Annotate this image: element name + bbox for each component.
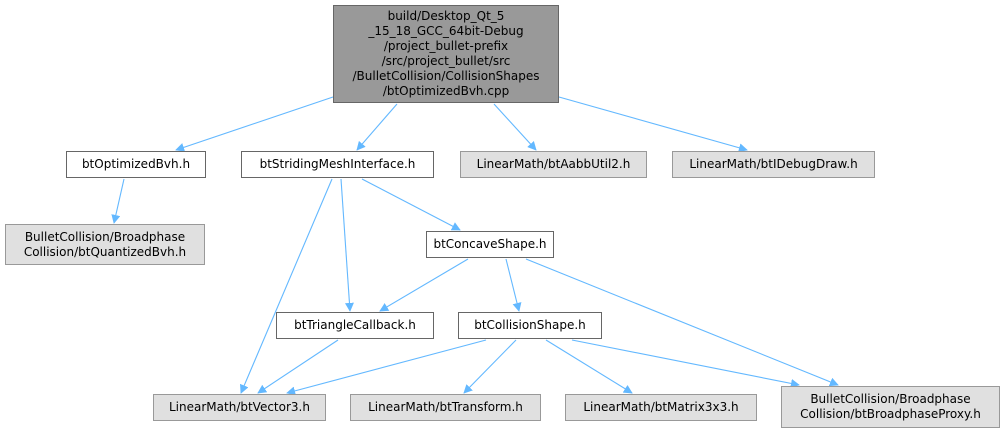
node-label: btTriangleCallback.h: [294, 318, 416, 332]
edge-root-to-bt-idebug-draw-h: [558, 96, 748, 153]
edge-root-to-bt-aabb-util2-h: [493, 103, 537, 151]
node-label: LinearMath/btVector3.h: [169, 400, 310, 414]
node-btquantizedbvh-h[interactable]: BulletCollision/Broadphase Collision/btQ…: [5, 224, 205, 265]
node-label: BulletCollision/Broadphase Collision/btB…: [800, 392, 981, 421]
node-label: btStridingMeshInterface.h: [259, 157, 416, 171]
node-btmatrix3x3-h[interactable]: LinearMath/btMatrix3x3.h: [565, 394, 757, 421]
edge-bt-concave-shape-h-to-bt-broadphase-proxy-h: [525, 258, 839, 387]
node-bttransform-h[interactable]: LinearMath/btTransform.h: [350, 394, 541, 421]
edge-bt-concave-shape-h-to-bt-triangle-callback-h: [379, 258, 469, 312]
edge-bt-collision-shape-h-to-bt-matrix3x3-h: [545, 339, 633, 394]
node-btidebugdraw-h[interactable]: LinearMath/btIDebugDraw.h: [672, 151, 875, 178]
node-btstridingmeshinterface-h[interactable]: btStridingMeshInterface.h: [241, 151, 434, 178]
node-label: build/Desktop_Qt_5 _15_18_GCC_64bit-Debu…: [352, 9, 540, 98]
edge-bt-concave-shape-h-to-bt-collision-shape-h: [505, 258, 522, 312]
edge-bt-striding-mesh-interface-h-to-bt-concave-shape-h: [361, 178, 461, 231]
node-label: LinearMath/btMatrix3x3.h: [583, 400, 739, 414]
node-label: LinearMath/btAabbUtil2.h: [476, 157, 631, 171]
node-label: btConcaveShape.h: [433, 237, 547, 251]
node-btbroadphaseproxy-h[interactable]: BulletCollision/Broadphase Collision/btB…: [781, 386, 1000, 428]
node-label: BulletCollision/Broadphase Collision/btQ…: [23, 229, 187, 259]
node-btconcaveshape-h[interactable]: btConcaveShape.h: [426, 231, 554, 258]
edge-bt-striding-mesh-interface-h-to-bt-vector3-h: [240, 178, 333, 394]
node-bttrianglecallback-h[interactable]: btTriangleCallback.h: [276, 312, 434, 339]
edge-bt-optimized-bvh-h-to-bt-quantized-bvh-h: [111, 178, 125, 224]
node-label: LinearMath/btIDebugDraw.h: [689, 157, 858, 171]
node-btaabbutil2-h[interactable]: LinearMath/btAabbUtil2.h: [460, 151, 647, 178]
node-btcollisionshape-h[interactable]: btCollisionShape.h: [458, 312, 602, 339]
node-btvector3-h[interactable]: LinearMath/btVector3.h: [153, 394, 326, 421]
edge-bt-triangle-callback-h-to-bt-vector3-h: [257, 339, 339, 394]
edge-root-to-bt-optimized-bvh-h: [175, 96, 334, 152]
node-label: LinearMath/btTransform.h: [368, 400, 523, 414]
edge-bt-striding-mesh-interface-h-to-bt-triangle-callback-h: [340, 178, 354, 312]
node-label: btCollisionShape.h: [474, 318, 586, 332]
edge-root-to-bt-striding-mesh-interface-h: [356, 103, 398, 151]
node-label: btOptimizedBvh.h: [81, 157, 191, 171]
edge-bt-collision-shape-h-to-bt-broadphase-proxy-h: [571, 339, 800, 388]
node-btoptimizedbvh-h[interactable]: btOptimizedBvh.h: [66, 151, 206, 178]
edge-bt-collision-shape-h-to-bt-transform-h: [463, 339, 517, 394]
edge-bt-collision-shape-h-to-bt-vector3-h: [286, 339, 487, 396]
node-root-file[interactable]: build/Desktop_Qt_5 _15_18_GCC_64bit-Debu…: [333, 5, 559, 103]
